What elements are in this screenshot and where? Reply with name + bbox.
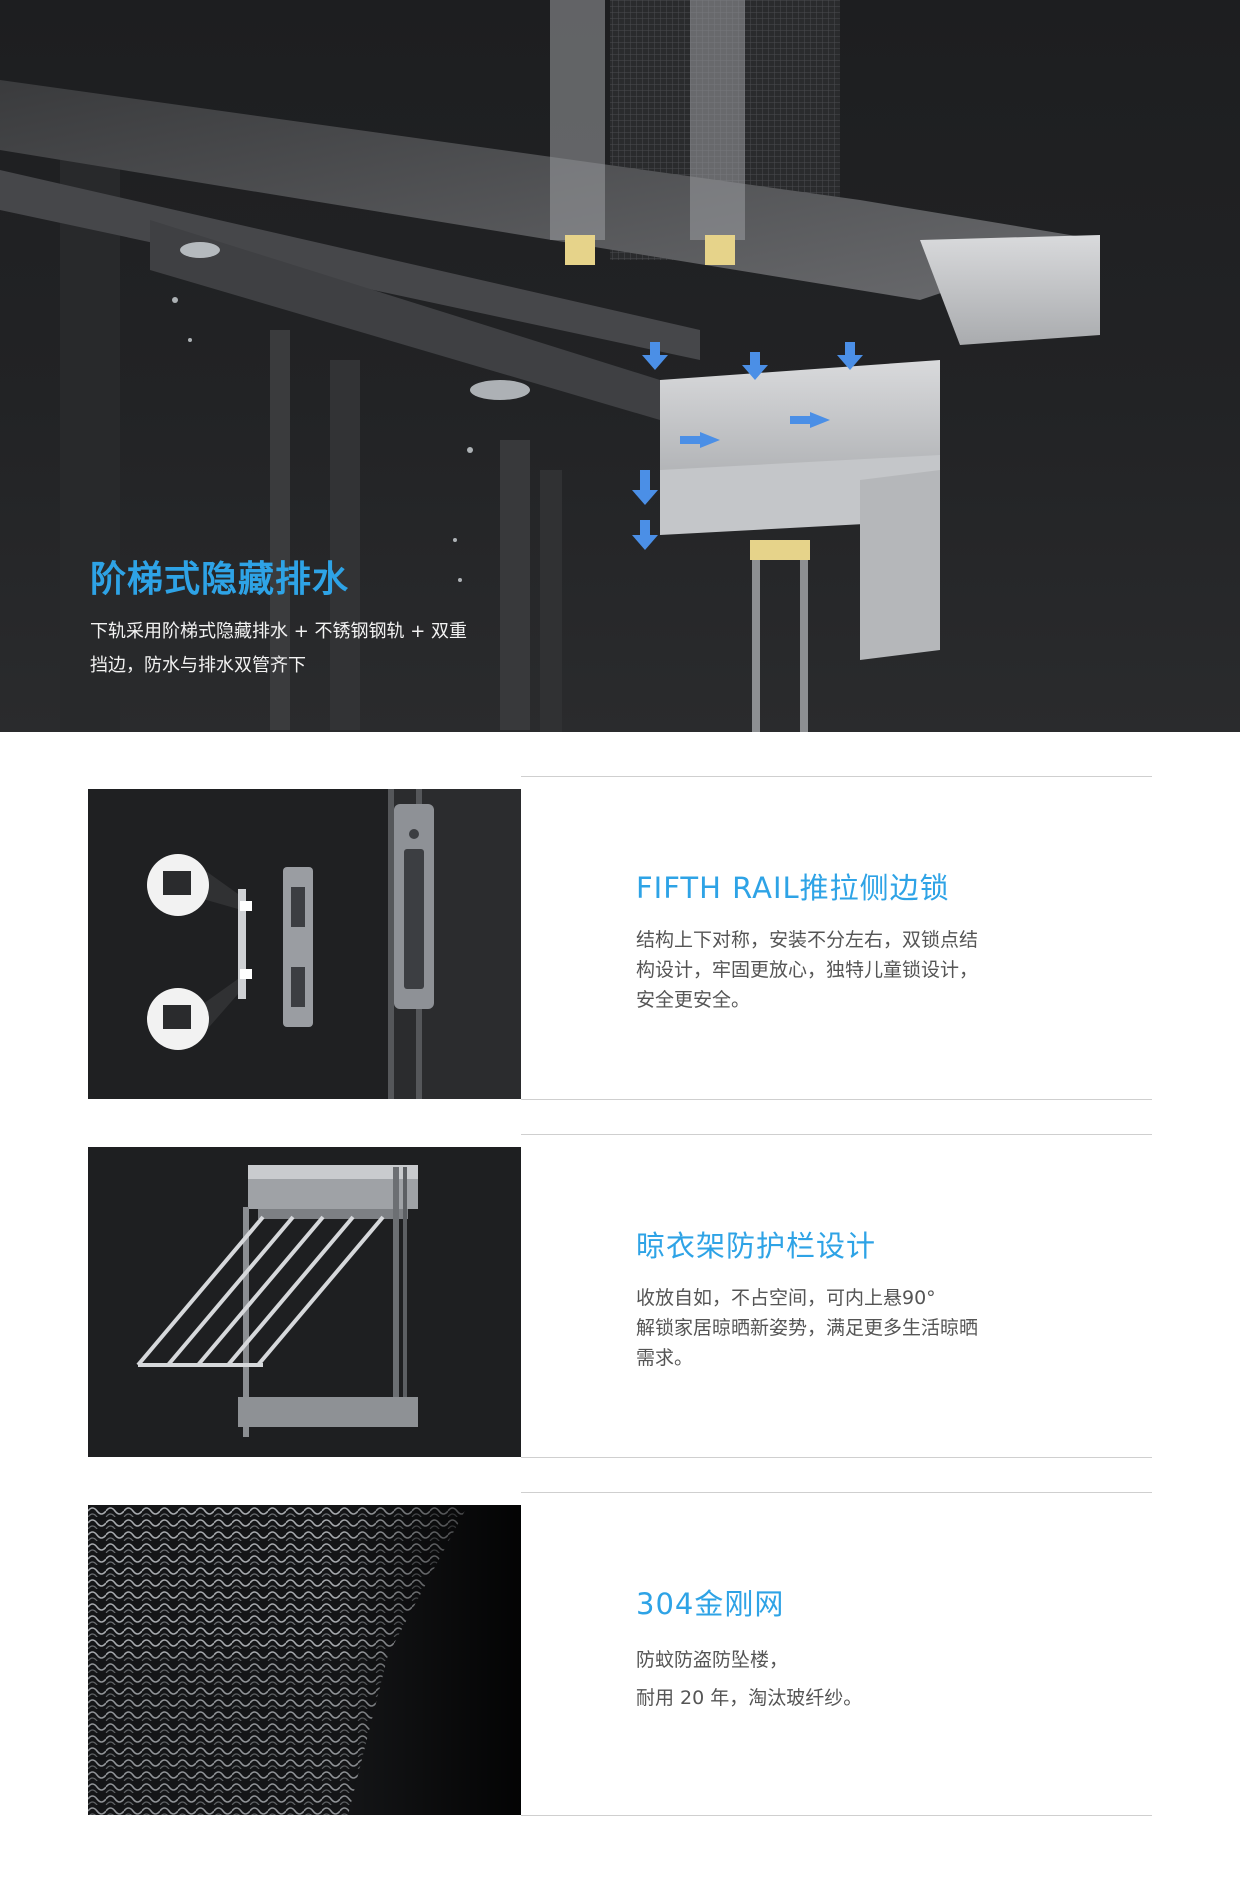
hero-description: 下轨采用阶梯式隐藏排水 + 不锈钢钢轨 + 双重挡边，防水与排水双管齐下 [90, 621, 468, 676]
feature-description: 结构上下对称，安装不分左右，双锁点结 构设计，牢固更放心，独特儿童锁设计， 安全… [636, 925, 1036, 1015]
feature-row-mesh: 304金刚网 防蚊防盗防坠楼， 耐用 20 年，淘汰玻纤纱。 [88, 1492, 1152, 1817]
feature-title: 304金刚网 [636, 1587, 785, 1621]
divider [521, 1815, 1152, 1816]
window-rail-cutaway-illustration [0, 0, 1100, 732]
hero-title: 阶梯式隐藏排水 [90, 559, 350, 600]
feature-text: FIFTH RAIL推拉侧边锁 结构上下对称，安装不分左右，双锁点结 构设计，牢… [636, 789, 1056, 1099]
side-lock-photo [88, 789, 521, 1099]
feature-row-drying-rack: 晾衣架防护栏设计 收放自如，不占空间，可内上悬90° 解锁家居晾晒新姿势，满足更… [88, 1134, 1152, 1459]
feature-description-line: 安全更安全。 [636, 989, 751, 1011]
mesh-photo [88, 1505, 521, 1815]
divider [521, 1134, 1152, 1135]
feature-description-line: 解锁家居晾晒新姿势，满足更多生活晾晒 [636, 1317, 979, 1339]
feature-description: 收放自如，不占空间，可内上悬90° 解锁家居晾晒新姿势，满足更多生活晾晒 需求。 [636, 1283, 1036, 1373]
feature-description-line: 构设计，牢固更放心，独特儿童锁设计， [636, 959, 979, 981]
feature-description: 防蚊防盗防坠楼， 耐用 20 年，淘汰玻纤纱。 [636, 1641, 1036, 1717]
feature-description-line: 需求。 [636, 1347, 694, 1369]
hero-section: 阶梯式隐藏排水 下轨采用阶梯式隐藏排水 + 不锈钢钢轨 + 双重挡边，防水与排水… [0, 0, 1240, 732]
feature-description-line: 结构上下对称，安装不分左右，双锁点结 [636, 929, 979, 951]
feature-title: 晾衣架防护栏设计 [636, 1229, 877, 1263]
feature-description-line: 收放自如，不占空间，可内上悬90° [636, 1287, 936, 1309]
divider [521, 1099, 1152, 1100]
divider [521, 776, 1152, 777]
feature-text: 晾衣架防护栏设计 收放自如，不占空间，可内上悬90° 解锁家居晾晒新姿势，满足更… [636, 1147, 1056, 1457]
drying-rack-photo [88, 1147, 521, 1457]
divider [521, 1492, 1152, 1493]
feature-title: FIFTH RAIL推拉侧边锁 [636, 871, 950, 905]
divider [521, 1457, 1152, 1458]
feature-row-side-lock: FIFTH RAIL推拉侧边锁 结构上下对称，安装不分左右，双锁点结 构设计，牢… [88, 776, 1152, 1101]
feature-description-line: 耐用 20 年，淘汰玻纤纱。 [636, 1687, 863, 1709]
feature-description-line: 防蚊防盗防坠楼， [636, 1649, 789, 1671]
feature-text: 304金刚网 防蚊防盗防坠楼， 耐用 20 年，淘汰玻纤纱。 [636, 1505, 1056, 1815]
